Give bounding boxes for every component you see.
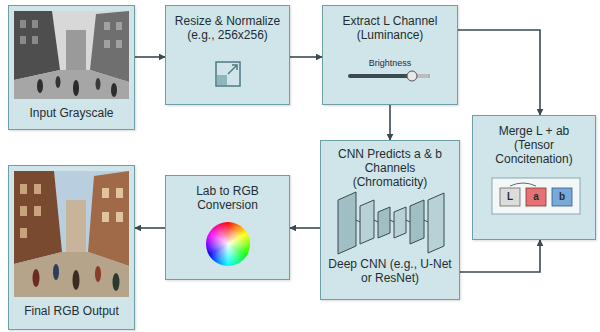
node-title: Final RGB Output: [15, 304, 128, 318]
node-subtitle: Deep CNN (e.g., U-Net or ResNet): [327, 257, 453, 285]
grayscale-photo: [14, 11, 129, 99]
illustration-space: [15, 12, 128, 106]
brightness-slider: [348, 71, 430, 81]
flow-arrow: [135, 56, 165, 58]
node-title: CNN Predicts a & b Channels (Chromaticit…: [327, 147, 453, 189]
node-title: Input Grayscale: [15, 106, 128, 120]
flow-arrow: [460, 240, 540, 272]
node-title: Merge L + ab (Tensor Concitenation): [481, 124, 587, 166]
process-box: Extract L Channel (Luminance): [322, 5, 458, 105]
node-title: Resize & Normalize (e.g., 256x256): [174, 14, 281, 42]
model-box: CNN Predicts a & b Channels (Chromaticit…: [320, 140, 460, 300]
flow-arrow: [290, 56, 322, 58]
resize-icon: [216, 62, 240, 86]
cnn-layers-icon: [338, 192, 444, 254]
slider-label: Brightness: [340, 57, 440, 69]
color-wheel: [206, 222, 250, 266]
process-box: Merge L + ab (Tensor Concitenation): [472, 115, 596, 240]
input-image-box: Input Grayscale: [8, 5, 135, 130]
process-box: Resize & Normalize (e.g., 256x256): [165, 5, 290, 105]
channel-label: b: [552, 190, 572, 203]
flow-arrow: [458, 30, 540, 115]
channel-label: a: [526, 190, 546, 203]
illustration-space: [327, 189, 453, 257]
node-title: Lab to RGB Conversion: [174, 184, 281, 212]
color-photo: [14, 171, 129, 297]
channel-label: L: [500, 190, 520, 203]
flow-arrow: [290, 227, 320, 229]
output-image-box: Final RGB Output: [8, 165, 135, 330]
illustration-space: [15, 172, 128, 304]
node-title: Extract L Channel (Luminance): [331, 14, 449, 42]
flow-arrow: [389, 105, 391, 140]
tensor-icon: [492, 178, 580, 214]
flow-arrow: [135, 227, 165, 229]
